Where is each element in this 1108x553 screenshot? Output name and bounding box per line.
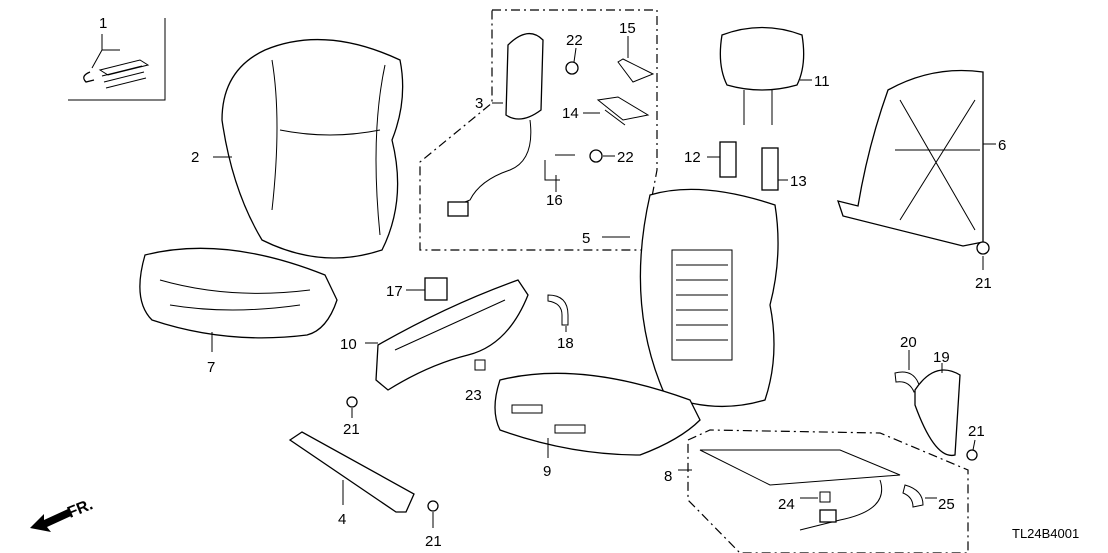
kit-boundary-lower (687, 429, 969, 553)
part-15-wire-clip: 15 (617, 20, 655, 83)
callout-15: 15 (619, 20, 636, 37)
callout-6: 6 (998, 137, 1006, 154)
callout-8: 8 (664, 468, 672, 485)
part-1-clip-inset: 1 (68, 15, 166, 101)
part-6-seatback-panel: 6 (837, 69, 1006, 247)
part-13-headrest-guide: 13 (761, 147, 807, 191)
part-2-seatback-cover: 2 (191, 38, 404, 259)
front-direction-indicator: FR. (30, 496, 95, 532)
arrow-icon (30, 509, 71, 532)
part-20-clip: 20 (894, 334, 921, 393)
callout-18: 18 (557, 335, 574, 352)
front-label: FR. (65, 496, 95, 521)
callout-7: 7 (207, 359, 215, 376)
part-24-clip: 24 (778, 491, 831, 513)
callout-3: 3 (475, 95, 483, 112)
callout-23: 23 (465, 387, 482, 404)
part-10-side-cover: 10 (340, 279, 529, 391)
drawing-code: TL24B4001 (1012, 526, 1079, 541)
part-22-nut-lower: 22 (589, 149, 634, 166)
callout-13: 13 (790, 173, 807, 190)
part-5-seatback-pad: 5 (582, 188, 779, 408)
callout-22a: 22 (566, 32, 583, 49)
callout-21b: 21 (343, 421, 360, 438)
part-3-side-airbag: 3 (447, 33, 544, 217)
part-7-seat-cushion-cover: 7 (139, 247, 338, 376)
part-21-clip-a: 21 (975, 241, 992, 292)
callout-21d: 21 (425, 533, 442, 550)
part-21-screw-d: 21 (425, 500, 442, 550)
callout-2: 2 (191, 149, 199, 166)
callout-19: 19 (933, 349, 950, 366)
callout-9: 9 (543, 463, 551, 480)
callout-1: 1 (99, 15, 107, 32)
callout-12: 12 (684, 149, 701, 166)
part-14-wire-clip: 14 (562, 96, 650, 126)
callout-17: 17 (386, 283, 403, 300)
callout-10: 10 (340, 336, 357, 353)
part-8-heater: 8 (664, 449, 901, 531)
part-22-nut-upper: 22 (565, 32, 583, 75)
part-17-switch: 17 (386, 277, 448, 301)
part-11-headrest: 11 (719, 26, 830, 125)
callout-16: 16 (546, 192, 563, 209)
part-19-cover: 19 (914, 349, 961, 457)
callout-20: 20 (900, 334, 917, 351)
part-25-clip: 25 (902, 484, 955, 513)
part-12-headrest-guide: 12 (684, 141, 737, 178)
kit-boundary-upper (419, 9, 658, 251)
callout-21c: 21 (968, 423, 985, 440)
callout-14: 14 (562, 105, 579, 122)
callout-5: 5 (582, 230, 590, 247)
callout-21a: 21 (975, 275, 992, 292)
part-4-side-trim: 4 (288, 431, 415, 528)
callout-4: 4 (338, 511, 346, 528)
part-21-screw-b: 21 (343, 396, 360, 438)
part-16-clip: 16 (544, 154, 575, 209)
callout-11: 11 (814, 73, 830, 90)
callout-25: 25 (938, 496, 955, 513)
part-9-seat-cushion-pad: 9 (494, 372, 701, 480)
callout-22b: 22 (617, 149, 634, 166)
callout-24: 24 (778, 496, 795, 513)
part-18-clip: 18 (547, 294, 574, 352)
part-21-screw-c: 21 (966, 423, 985, 461)
part-23-clip: 23 (465, 359, 486, 404)
